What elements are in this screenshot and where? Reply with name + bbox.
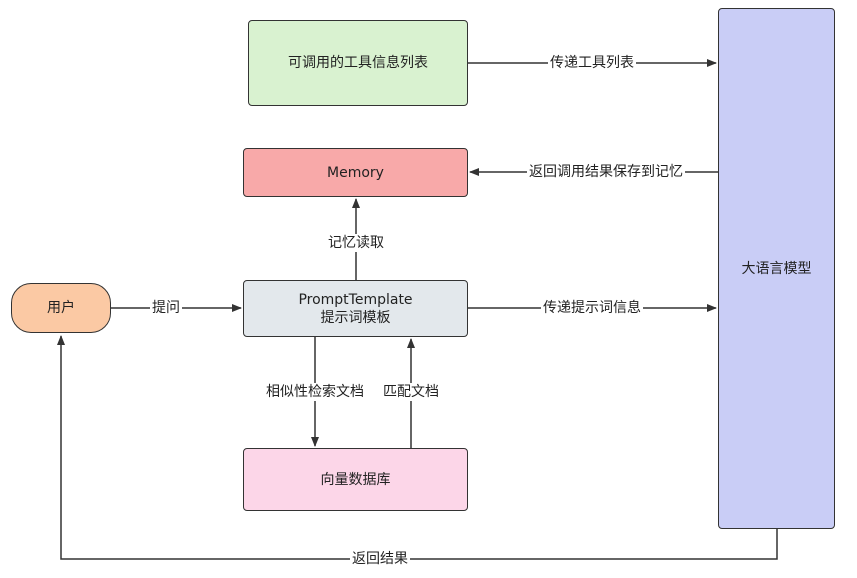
edge-label-user-to-prompt: 提问 <box>150 299 182 317</box>
llm-label: 大语言模型 <box>741 260 812 277</box>
memory-node: Memory <box>243 148 468 197</box>
tools-list-label: 可调用的工具信息列表 <box>288 55 428 71</box>
prompt-template-node: PromptTemplate 提示词模板 <box>243 280 468 337</box>
edge-label-prompt-to-vectordb: 相似性检索文档 <box>264 383 366 401</box>
user-node: 用户 <box>11 283 111 333</box>
vector-database-label: 向量数据库 <box>320 471 391 488</box>
user-label: 用户 <box>47 300 75 316</box>
prompt-template-title: PromptTemplate <box>298 291 413 308</box>
llm-node: 大语言模型 <box>718 8 835 529</box>
edge-label-llm-to-memory: 返回调用结果保存到记忆 <box>527 163 685 181</box>
edge-label-tools-to-llm: 传递工具列表 <box>548 54 636 72</box>
edge-label-vectordb-to-prompt: 匹配文档 <box>381 383 441 401</box>
edge-label-llm-to-user: 返回结果 <box>350 550 410 568</box>
edge-llm-to-user <box>57 335 778 560</box>
memory-label: Memory <box>327 164 384 181</box>
tools-list-node: 可调用的工具信息列表 <box>248 20 468 106</box>
prompt-template-subtitle: 提示词模板 <box>320 309 391 326</box>
edge-label-prompt-to-llm: 传递提示词信息 <box>541 299 643 317</box>
edge-label-prompt-to-memory: 记忆读取 <box>326 234 386 252</box>
vector-database-node: 向量数据库 <box>243 448 468 511</box>
